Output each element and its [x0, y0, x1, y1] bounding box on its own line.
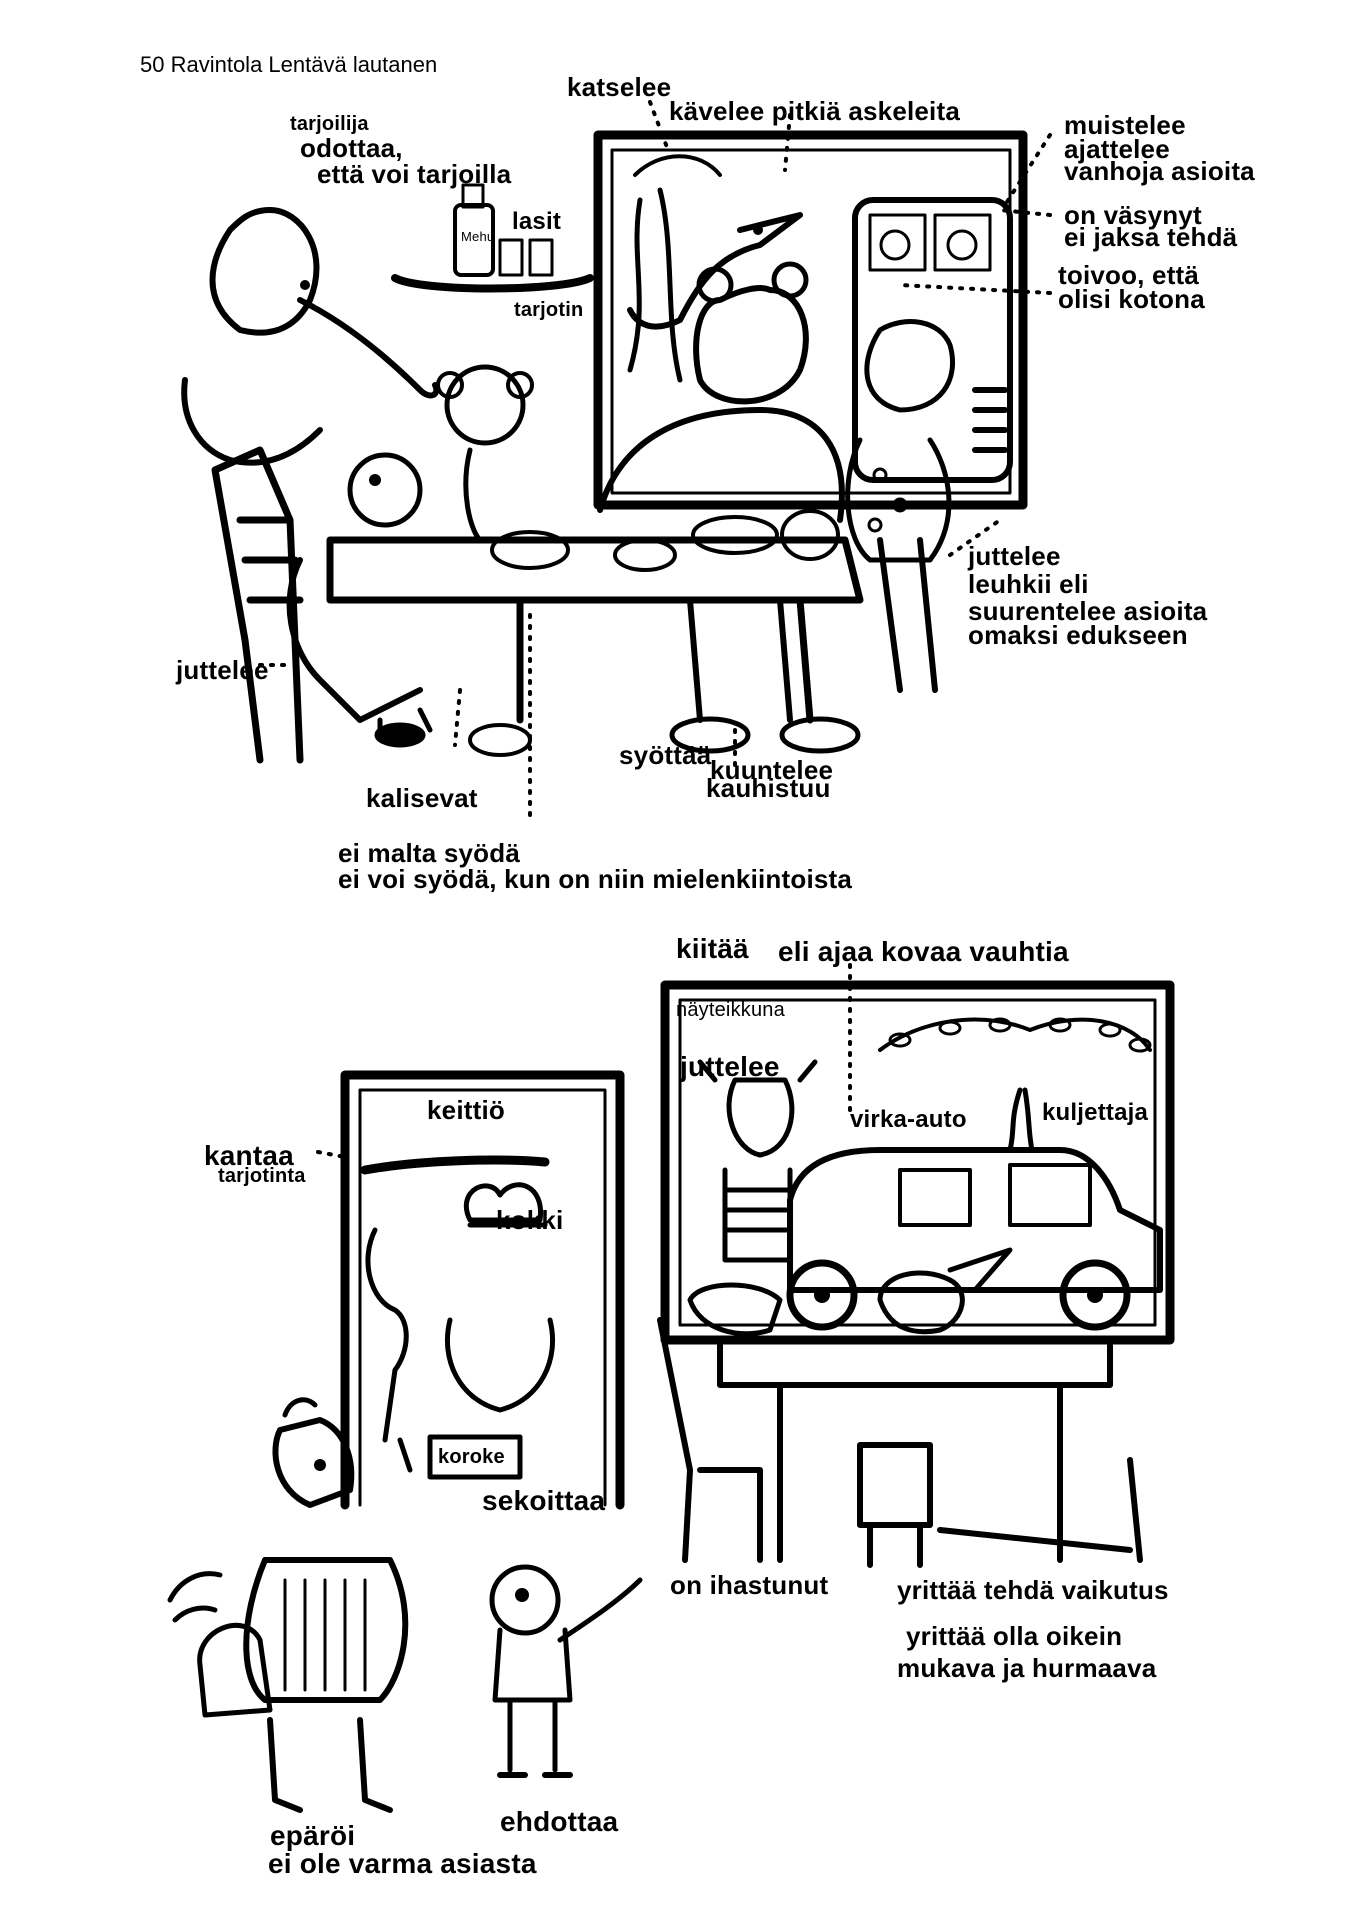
- monkey-drawing: [444, 364, 526, 446]
- chair-left: [211, 446, 304, 764]
- bottom-scene-art: [167, 963, 1175, 1813]
- bus-drawing: [852, 197, 1013, 483]
- official-car-drawing: [787, 1147, 1163, 1293]
- label-omaksi: omaksi edukseen: [968, 620, 1188, 650]
- stork-drawing: [627, 212, 803, 330]
- elephant-waiter-drawing: [209, 207, 320, 336]
- label-yrittaa-vaikutus: yrittää tehdä vaikutus: [897, 1575, 1169, 1605]
- label-vanhoja: vanhoja asioita: [1064, 156, 1255, 186]
- label-koroke: koroke: [438, 1446, 505, 1468]
- label-juttelee-left: juttelee: [176, 655, 269, 685]
- table-top: [326, 536, 864, 604]
- hen-drawing: [272, 1417, 355, 1508]
- label-kuuntelee: kuuntelee: [710, 755, 834, 785]
- leader-lines-bottom: [316, 963, 852, 1160]
- label-tarjotinta: tarjotinta: [218, 1165, 306, 1187]
- label-kauhistuu: kauhistuu: [706, 773, 831, 803]
- label-katselee: katselee: [567, 72, 672, 102]
- label-kokki: kokki: [496, 1205, 564, 1235]
- label-odottaa-2: että voi tarjoilla: [317, 159, 512, 189]
- label-ei-ole-varma: ei ole varma asiasta: [268, 1848, 537, 1879]
- rabbit-drawing: [877, 1270, 965, 1335]
- label-kantaa: kantaa: [204, 1140, 294, 1171]
- label-juttelee-bottom: juttelee: [680, 1051, 780, 1082]
- label-ajattelee: ajattelee: [1064, 134, 1170, 164]
- bottom-chair: [657, 1317, 763, 1563]
- label-kuljettaja: kuljettaja: [1042, 1099, 1149, 1126]
- label-leuhkii: leuhkii eli: [968, 569, 1089, 599]
- label-suurentelee: suurentelee asioita: [968, 596, 1208, 626]
- label-kavelee: kävelee pitkiä askeleita: [669, 96, 961, 126]
- koroke-step: [427, 1434, 523, 1480]
- page-header: 50 Ravintola Lentävä lautanen: [140, 52, 438, 77]
- label-ei-voi: ei voi syödä, kun on niin mielenkiintois…: [338, 864, 853, 894]
- scarf-bird-drawing: [864, 319, 956, 413]
- bottom-table: [717, 1337, 1113, 1388]
- chair-right: [877, 537, 938, 693]
- donkey-drawing: [687, 1282, 783, 1337]
- label-sekoittaa: sekoittaa: [482, 1485, 606, 1516]
- chef-drawing: [463, 1182, 543, 1223]
- leader-lines-top: [258, 100, 1052, 822]
- kitchen-door-frame: [340, 1070, 625, 1510]
- label-toivoo-2: olisi kotona: [1058, 284, 1205, 314]
- label-tarjoilija: tarjoilija: [290, 113, 369, 135]
- label-tarjotin: tarjotin: [514, 299, 584, 321]
- juice-bottle: [453, 203, 495, 277]
- plate: [780, 509, 840, 561]
- label-on-ihastunut: on ihastunut: [670, 1570, 829, 1600]
- small-bird-drawing: [347, 452, 423, 528]
- label-ei-jaksa: ei jaksa tehdä: [1064, 222, 1238, 252]
- top-scene-art: [181, 100, 1052, 822]
- label-kiitaa: kiitää: [676, 933, 749, 964]
- plate: [490, 530, 570, 570]
- label-syottaa: syöttää: [619, 740, 712, 770]
- label-juttelee-right: juttelee: [968, 541, 1061, 571]
- label-ei-malta: ei malta syödä: [338, 838, 520, 868]
- label-nayteikkuna: näyteikkuna: [676, 999, 785, 1021]
- bear-drawing: [693, 285, 809, 405]
- label-eparoi: epäröi: [270, 1820, 356, 1851]
- label-virka-auto: virka-auto: [850, 1106, 967, 1133]
- label-lasit: lasit: [512, 208, 562, 235]
- label-odottaa-1: odottaa,: [300, 133, 403, 163]
- label-mukava: mukava ja hurmaava: [897, 1653, 1157, 1683]
- restaurant-window: [593, 130, 1028, 510]
- plate: [613, 538, 677, 572]
- chick-drawing: [489, 1564, 561, 1636]
- server-dog-drawing: [365, 1227, 413, 1473]
- label-ehdottaa: ehdottaa: [500, 1806, 619, 1837]
- tray-drawing: [391, 274, 594, 293]
- handbag: [197, 1622, 273, 1718]
- bottom-chair: [857, 1442, 933, 1568]
- label-keittio: keittiö: [427, 1095, 505, 1125]
- label-muistelee: muistelee: [1064, 110, 1186, 140]
- bottle-label: Mehu: [461, 229, 495, 244]
- label-yrittaa-olla: yrittää olla oikein: [906, 1621, 1123, 1651]
- label-kalisevat: kalisevat: [366, 783, 478, 813]
- label-on-vasynyt: on väsynyt: [1064, 200, 1202, 230]
- label-ajaa: eli ajaa kovaa vauhtia: [778, 936, 1069, 967]
- tree-drawing: [1007, 1087, 1035, 1153]
- label-toivoo-1: toivoo, että: [1058, 260, 1200, 290]
- cow-drawing: [726, 1077, 795, 1158]
- plate: [691, 515, 779, 555]
